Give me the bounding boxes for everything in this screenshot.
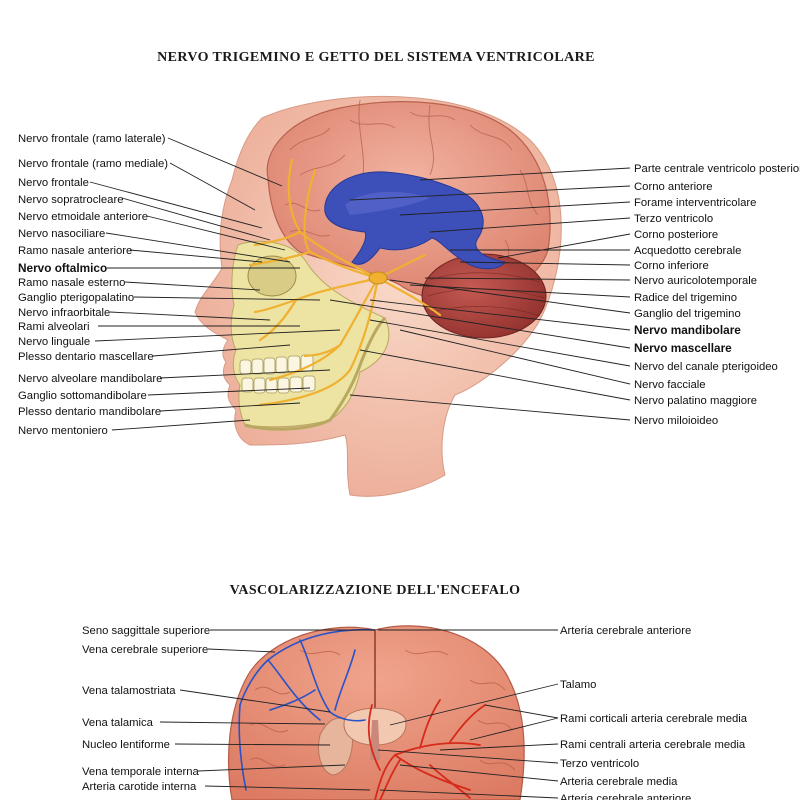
section1-right-labels: Parte centrale ventricolo posterioreCorn…: [634, 163, 800, 427]
label-nervo-mandibolare: Nervo mandibolare: [634, 323, 741, 337]
label-nervo-facciale: Nervo facciale: [634, 379, 706, 391]
label-nervo-frontale: Nervo frontale: [18, 177, 89, 189]
label-nervo-mentoniero: Nervo mentoniero: [18, 425, 108, 437]
label-talamo: Talamo: [560, 679, 596, 691]
mandible: [244, 316, 387, 431]
label-arteria-cerebrale-anteriore: Arteria cerebrale anteriore: [560, 793, 691, 800]
label-nervo-del-canale-pterigoideo: Nervo del canale pterigoideo: [634, 361, 778, 373]
label-ganglio-sottomandibolare: Ganglio sottomandibolare: [18, 390, 147, 402]
label-nervo-etmoidale-anteriore: Nervo etmoidale anteriore: [18, 211, 148, 223]
label-plesso-dentario-mascellare: Plesso dentario mascellare: [18, 351, 154, 363]
lentiform-nucleus: [318, 717, 354, 776]
label-rami-centrali-arteria-cerebrale-media: Rami centrali arteria cerebrale media: [560, 739, 746, 751]
label-vena-talamica: Vena talamica: [82, 717, 154, 729]
label-nervo-alveolare-mandibolare: Nervo alveolare mandibolare: [18, 373, 162, 385]
brain-coronal-illustration: [227, 625, 525, 800]
section1-left-leaders: [89, 137, 341, 431]
eye-orbit: [247, 255, 297, 297]
label-nervo-nasociliare: Nervo nasociliare: [18, 228, 105, 240]
label-nervo-infraorbitale: Nervo infraorbitale: [18, 307, 110, 319]
label-nervo-auricolotemporale: Nervo auricolotemporale: [634, 275, 757, 287]
label-nervo-miloioideo: Nervo miloioideo: [634, 415, 718, 427]
label-nervo-frontale-ramo-laterale: Nervo frontale (ramo laterale): [18, 133, 166, 145]
label-plesso-dentario-mandibolare: Plesso dentario mandibolare: [18, 406, 161, 418]
label-vena-talamostriata: Vena talamostriata: [82, 685, 176, 697]
label-ganglio-del-trigemino: Ganglio del trigemino: [634, 308, 741, 320]
section1-left-labels: Nervo frontale (ramo laterale) Nervo fron…: [18, 133, 168, 437]
label-nervo-oftalmico: Nervo oftalmico: [18, 261, 107, 275]
section2-right-leaders: [377, 629, 559, 799]
label-corno-anteriore: Corno anteriore: [634, 181, 713, 193]
label-corno-inferiore: Corno inferiore: [634, 260, 709, 272]
label-rami-corticali-arteria-cerebrale-media: Rami corticali arteria cerebrale media: [560, 713, 748, 725]
label-radice-del-trigemino: Radice del trigemino: [634, 292, 737, 304]
section2-left-leaders: [159, 629, 375, 791]
label-nucleo-lentiforme: Nucleo lentiforme: [82, 739, 170, 751]
section1-right-leaders: [329, 167, 631, 421]
label-nervo-frontale-ramo-mediale: Nervo frontale (ramo mediale): [18, 158, 168, 170]
label-arteria-cerebrale-anteriore: Arteria cerebrale anteriore: [560, 625, 691, 637]
label-vena-temporale-interna: Vena temporale interna: [82, 766, 200, 778]
label-nervo-sopratrocleare: Nervo sopratrocleare: [18, 194, 123, 206]
label-corno-posteriore: Corno posteriore: [634, 229, 718, 241]
section2-title: VASCOLARIZZAZIONE DELL'ENCEFALO: [230, 583, 521, 598]
teeth: [239, 354, 316, 394]
label-arteria-cerebrale-media: Arteria cerebrale media: [560, 776, 678, 788]
label-ramo-nasale-esterno: Ramo nasale esterno: [18, 277, 125, 289]
trigeminal-ganglion: [368, 271, 388, 285]
label-nervo-linguale: Nervo linguale: [18, 336, 90, 348]
label-ramo-nasale-anteriore: Ramo nasale anteriore: [18, 245, 132, 257]
label-rami-alveolari: Rami alveolari: [18, 321, 90, 333]
label-forame-interventricolare: Forame interventricolare: [634, 197, 756, 209]
label-arteria-carotide-interna: Arteria carotide interna: [82, 781, 197, 793]
section1-title: NERVO TRIGEMINO E GETTO DEL SISTEMA VENT…: [157, 50, 595, 65]
label-ganglio-pterigopalatino: Ganglio pterigopalatino: [18, 292, 134, 304]
label-terzo-ventricolo: Terzo ventricolo: [560, 758, 639, 770]
label-seno-saggittale-superiore: Seno saggittale superiore: [82, 625, 210, 637]
label-acquedotto-cerebrale: Acquedotto cerebrale: [634, 245, 741, 257]
cerebral-arteries: [367, 699, 486, 800]
label-vena-cerebrale-superiore: Vena cerebrale superiore: [82, 644, 208, 656]
label-parte-centrale-ventricolo-posteriore: Parte centrale ventricolo posteriore: [634, 163, 800, 175]
label-nervo-palatino-maggiore: Nervo palatino maggiore: [634, 395, 757, 407]
label-terzo-ventricolo: Terzo ventricolo: [634, 213, 713, 225]
label-nervo-mascellare: Nervo mascellare: [634, 341, 732, 355]
